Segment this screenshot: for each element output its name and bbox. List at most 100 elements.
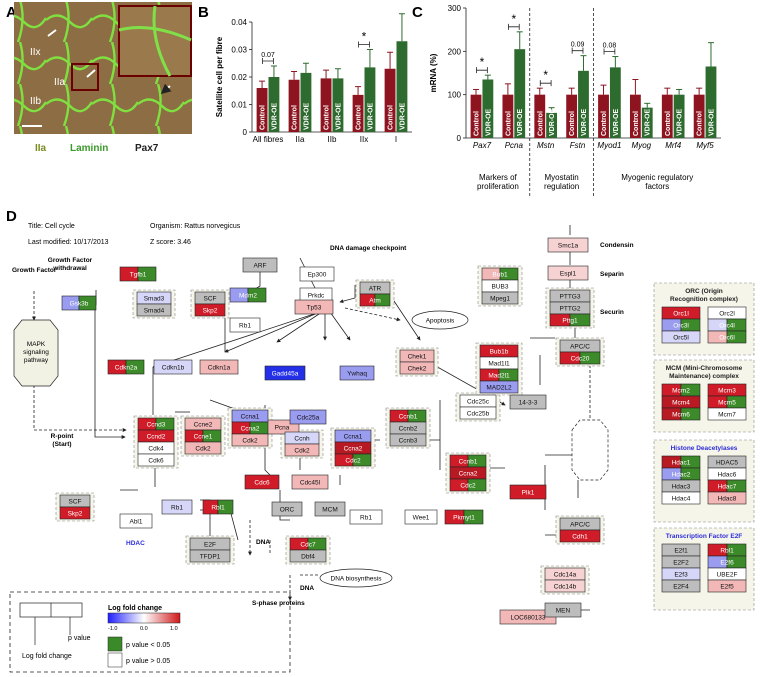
gene-men: MEN: [544, 602, 582, 618]
fold-change-cell: [544, 579, 586, 593]
gene-wee1: Wee1: [404, 509, 438, 525]
gene-label: Smad3: [144, 295, 165, 302]
x-tick-label: IIx: [360, 135, 368, 144]
gene-mcm: MCM: [314, 501, 346, 517]
significance-mark: 0.07: [261, 52, 275, 59]
gene-label: E2f3: [674, 571, 688, 578]
gene-ccnd3: Ccnd3: [137, 417, 175, 431]
bar-control: [566, 94, 578, 138]
gene-label: Rb1: [171, 504, 183, 511]
bar-vdr-oe: [673, 94, 685, 138]
gene-label: Cdc20: [571, 355, 590, 362]
scale-max: 1.0: [170, 626, 178, 632]
bar-label: VDR-OE: [677, 108, 684, 136]
gene-orc3l: Orc3l: [661, 318, 701, 332]
gene-label: SCF: [69, 498, 82, 505]
p-value-cell: [352, 453, 372, 467]
mapk-pathway-label: pathway: [24, 357, 49, 364]
gene-ccna2: Ccna2: [231, 421, 269, 435]
gene-e2f1: E2f1: [661, 543, 701, 557]
gene-cdc2: Cdc2: [449, 478, 487, 492]
gene-label: APC/C: [570, 343, 590, 350]
panel-label-b: B: [198, 4, 209, 21]
bar-label: Control: [537, 111, 544, 136]
fold-change-cell: [661, 330, 701, 344]
gene-label: Hdac6: [718, 471, 737, 478]
gene-e2f2: E2F2: [661, 555, 701, 569]
gene-label: ATR: [369, 285, 382, 292]
x-tick-label: Myog: [632, 141, 652, 150]
e2f-group-title: Transcription Factor E2F: [666, 533, 743, 540]
gene-label: Cdkn2a: [115, 364, 138, 371]
stain-label-pax7: Pax7: [135, 143, 159, 154]
gene-cdh1: Cdh1: [559, 529, 601, 543]
gene-pkmyt1: Pkmyt1: [444, 509, 484, 525]
gene-cdk6: Cdk6: [137, 453, 175, 467]
mcm-group-title: Maintenance) complex: [669, 373, 739, 380]
gene-label: Tgfb1: [130, 271, 147, 278]
gene-label: Prkdc: [308, 292, 325, 299]
bar-vdr-oe: [609, 67, 621, 138]
label-r-point: (Start): [52, 441, 71, 448]
gene-cdc14b: Cdc14b: [544, 579, 586, 593]
significance-mark: *: [362, 30, 367, 44]
gene-cdc25b: Cdc25b: [459, 406, 497, 420]
bar-control: [502, 94, 514, 138]
gene-orc1l: Orc1l: [661, 306, 701, 320]
gene-label: MAD2L2: [486, 384, 512, 391]
gene-cdk2: Cdk2: [284, 443, 320, 457]
gene-chek1: Chek1: [399, 349, 435, 363]
fold-change-cell: [199, 359, 239, 375]
gene-label: Rbl1: [211, 504, 225, 511]
gene-label: MEN: [556, 607, 571, 614]
gene-label: Abl1: [129, 518, 142, 525]
gene-ccna1: Ccna1: [334, 429, 372, 443]
gene-gadd45a: Gadd45a: [264, 365, 306, 381]
legend-title: Log fold change: [108, 605, 162, 612]
gene-rb1: Rb1: [349, 509, 383, 525]
fold-change-cell: [459, 406, 497, 420]
gene-label: Ccne2: [194, 421, 213, 428]
bar-control: [470, 94, 482, 138]
gene-label: Mcm3: [718, 387, 736, 394]
gene-label: SCF: [204, 295, 217, 302]
gene-ccna2: Ccna2: [449, 466, 487, 480]
legend-p-value: p value: [68, 635, 91, 642]
gene-smad4: Smad4: [136, 303, 172, 317]
gene-plk1: Plk1: [509, 484, 547, 500]
gene-label: ARF: [254, 262, 267, 269]
gene-label: Bub1: [492, 271, 508, 278]
y-axis-label: mRNA (%): [429, 53, 438, 92]
gene-bub3: BUB3: [481, 279, 519, 293]
gene-label: Rbl1: [720, 547, 734, 554]
gene-scf: SCF: [194, 291, 226, 305]
dna-biosynthesis-node: [319, 568, 393, 588]
p-value-cell: [374, 293, 391, 307]
bar-label: VDR-OE: [399, 102, 406, 130]
gene-apc-c: APC/C: [559, 339, 601, 353]
group-label: regulation: [544, 182, 579, 191]
gene-rb1: Rb1: [229, 317, 261, 333]
fold-change-cell: [399, 361, 435, 375]
gene-ywhaq: Ywhaq: [339, 365, 375, 381]
gene-label: Gadd45a: [272, 370, 299, 377]
gene-smc1a: Smc1a: [547, 237, 589, 253]
fold-change-cell: [661, 491, 701, 505]
panel-label-d: D: [6, 208, 17, 225]
mcm-group-title: MCM (Mini-Chromosome: [666, 365, 743, 372]
p-value-cell: [726, 330, 747, 344]
pathway-modified: Last modified: 10/17/2013: [28, 239, 109, 246]
gene-label: 14-3-3: [519, 399, 538, 406]
ns-swatch: [107, 652, 123, 668]
gene-e2f4: E2F4: [661, 579, 701, 593]
bar-vdr-oe: [578, 70, 589, 138]
bar-vdr-oe: [268, 77, 280, 132]
gene-skp2: Skp2: [59, 506, 91, 520]
fold-change-cell: [294, 299, 334, 315]
fold-change-cell: [119, 513, 153, 529]
fold-change-cell: [244, 474, 280, 490]
bar-vdr-oe: [546, 112, 558, 138]
gene-orc2l: Orc2l: [707, 306, 747, 320]
gene-label: Ccne1: [194, 433, 213, 440]
p-value-cell: [78, 295, 97, 311]
